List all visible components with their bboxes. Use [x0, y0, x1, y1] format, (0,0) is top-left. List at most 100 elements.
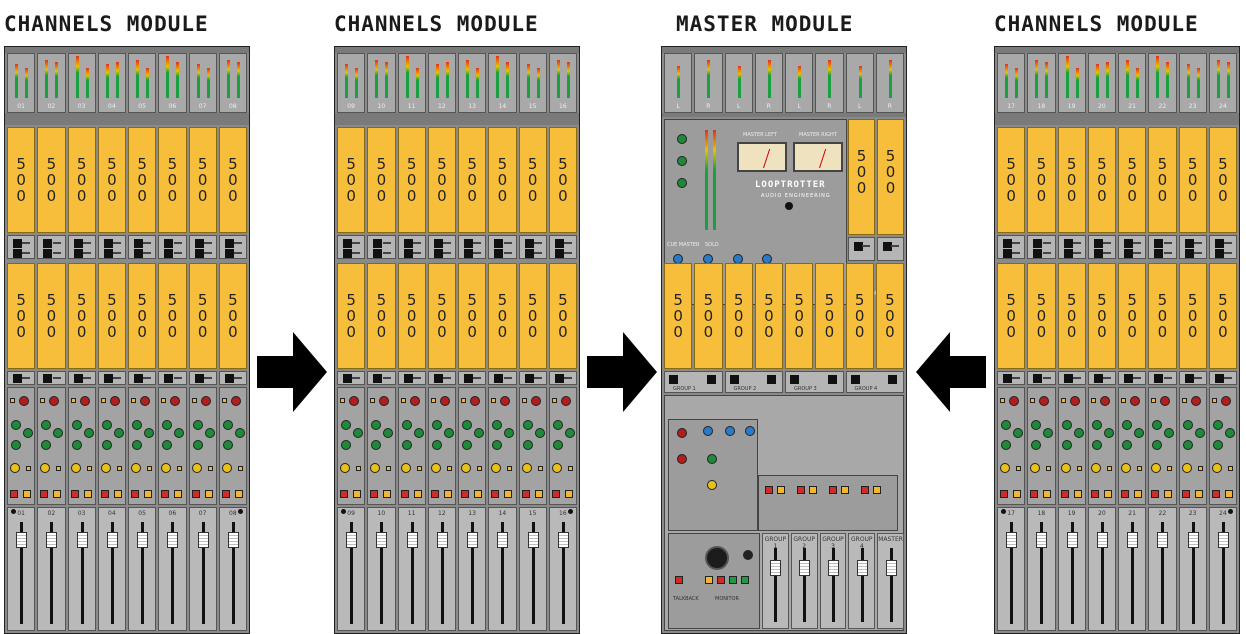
- group-button[interactable]: [706, 375, 716, 384]
- mute-button[interactable]: [551, 490, 560, 498]
- eq-knob[interactable]: [1224, 428, 1235, 438]
- gain-knob[interactable]: [409, 396, 420, 406]
- mute-button[interactable]: [70, 490, 79, 498]
- gain-knob[interactable]: [1099, 396, 1110, 406]
- mute-button[interactable]: [1000, 490, 1008, 498]
- fader-cap[interactable]: [827, 560, 839, 576]
- eq-knob[interactable]: [11, 420, 21, 430]
- eq-knob[interactable]: [1122, 440, 1132, 450]
- slot-button[interactable]: [13, 374, 22, 383]
- eq-knob[interactable]: [204, 428, 215, 438]
- eq-knob[interactable]: [192, 420, 203, 430]
- mute-button[interactable]: [461, 490, 469, 498]
- eq-knob[interactable]: [462, 440, 472, 450]
- slot-button[interactable]: [854, 242, 863, 251]
- solo-button[interactable]: [1043, 490, 1052, 498]
- slot-button[interactable]: [554, 249, 564, 258]
- eq-knob[interactable]: [492, 440, 503, 450]
- eq-knob[interactable]: [71, 420, 82, 430]
- gain-knob[interactable]: [140, 396, 150, 406]
- solo-button[interactable]: [174, 490, 183, 498]
- pan-knob[interactable]: [400, 463, 411, 473]
- slot-button[interactable]: [1184, 239, 1194, 248]
- fader-cap[interactable]: [1127, 532, 1139, 548]
- group-button[interactable]: [790, 375, 799, 384]
- solo-button[interactable]: [1194, 490, 1203, 498]
- fader-cap[interactable]: [1006, 532, 1018, 548]
- slot-button[interactable]: [1214, 239, 1224, 248]
- fader-cap[interactable]: [557, 532, 569, 548]
- eq-knob[interactable]: [522, 440, 533, 450]
- eq-knob[interactable]: [23, 428, 33, 438]
- gain-knob[interactable]: [1039, 396, 1050, 406]
- eq-knob[interactable]: [192, 440, 203, 450]
- slot-button[interactable]: [43, 374, 53, 383]
- fader-cap[interactable]: [1096, 532, 1108, 548]
- solo-button[interactable]: [53, 490, 62, 498]
- eq-knob[interactable]: [162, 420, 173, 430]
- eq-knob[interactable]: [1122, 420, 1132, 430]
- mute-button[interactable]: [1211, 490, 1220, 498]
- mute-button[interactable]: [521, 490, 530, 498]
- slot-button[interactable]: [1154, 249, 1164, 258]
- solo-button[interactable]: [443, 490, 452, 498]
- talkback-knob[interactable]: [677, 428, 687, 438]
- slot-button[interactable]: [1003, 239, 1012, 248]
- slot-button[interactable]: [883, 242, 892, 251]
- slot-button[interactable]: [1093, 249, 1103, 258]
- fader-cap[interactable]: [885, 560, 897, 576]
- slot-button[interactable]: [164, 239, 174, 248]
- mute-button[interactable]: [1030, 490, 1039, 498]
- slot-button[interactable]: [194, 239, 204, 248]
- slot-button[interactable]: [73, 374, 83, 383]
- eq-knob[interactable]: [401, 420, 412, 430]
- eq-knob[interactable]: [383, 428, 394, 438]
- slot-button[interactable]: [1184, 249, 1194, 258]
- eq-knob[interactable]: [53, 428, 64, 438]
- slot-button[interactable]: [1154, 239, 1164, 248]
- eq-knob[interactable]: [234, 428, 245, 438]
- eq-knob[interactable]: [174, 428, 185, 438]
- pan-knob[interactable]: [1211, 463, 1222, 473]
- slot-button[interactable]: [464, 374, 473, 383]
- slot-button[interactable]: [494, 374, 504, 383]
- pan-knob[interactable]: [100, 463, 111, 473]
- slot-button[interactable]: [1184, 374, 1194, 383]
- eq-knob[interactable]: [371, 440, 382, 450]
- slot-button[interactable]: [433, 249, 443, 258]
- pan-knob[interactable]: [521, 463, 532, 473]
- eq-knob[interactable]: [101, 420, 112, 430]
- gain-knob[interactable]: [470, 396, 480, 406]
- mute-button[interactable]: [10, 490, 18, 498]
- slot-button[interactable]: [13, 249, 22, 258]
- eq-knob[interactable]: [1031, 420, 1042, 430]
- solo-button[interactable]: [413, 490, 422, 498]
- eq-knob[interactable]: [401, 440, 412, 450]
- pan-knob[interactable]: [191, 463, 202, 473]
- fader-cap[interactable]: [527, 532, 539, 548]
- eq-knob[interactable]: [462, 420, 472, 430]
- slot-button[interactable]: [1063, 374, 1073, 383]
- mute-button[interactable]: [131, 490, 139, 498]
- gain-knob[interactable]: [19, 396, 29, 406]
- monitor-button[interactable]: [705, 576, 713, 584]
- fader-cap[interactable]: [856, 560, 868, 576]
- fader-cap[interactable]: [197, 532, 209, 548]
- eq-knob[interactable]: [11, 440, 21, 450]
- talkback-button[interactable]: [675, 576, 683, 584]
- slot-button[interactable]: [554, 239, 564, 248]
- monitor-knob[interactable]: [707, 454, 717, 464]
- fader-cap[interactable]: [76, 532, 88, 548]
- fader-cap[interactable]: [497, 532, 509, 548]
- slot-button[interactable]: [1154, 374, 1164, 383]
- assign-button[interactable]: [829, 486, 837, 494]
- slot-button[interactable]: [134, 374, 143, 383]
- solo-button[interactable]: [1164, 490, 1173, 498]
- solo-button[interactable]: [23, 490, 31, 498]
- eq-knob[interactable]: [1001, 420, 1011, 430]
- pan-knob[interactable]: [370, 463, 381, 473]
- eq-knob[interactable]: [1031, 440, 1042, 450]
- slot-button[interactable]: [1124, 374, 1133, 383]
- mute-button[interactable]: [1151, 490, 1160, 498]
- eq-knob[interactable]: [1103, 428, 1114, 438]
